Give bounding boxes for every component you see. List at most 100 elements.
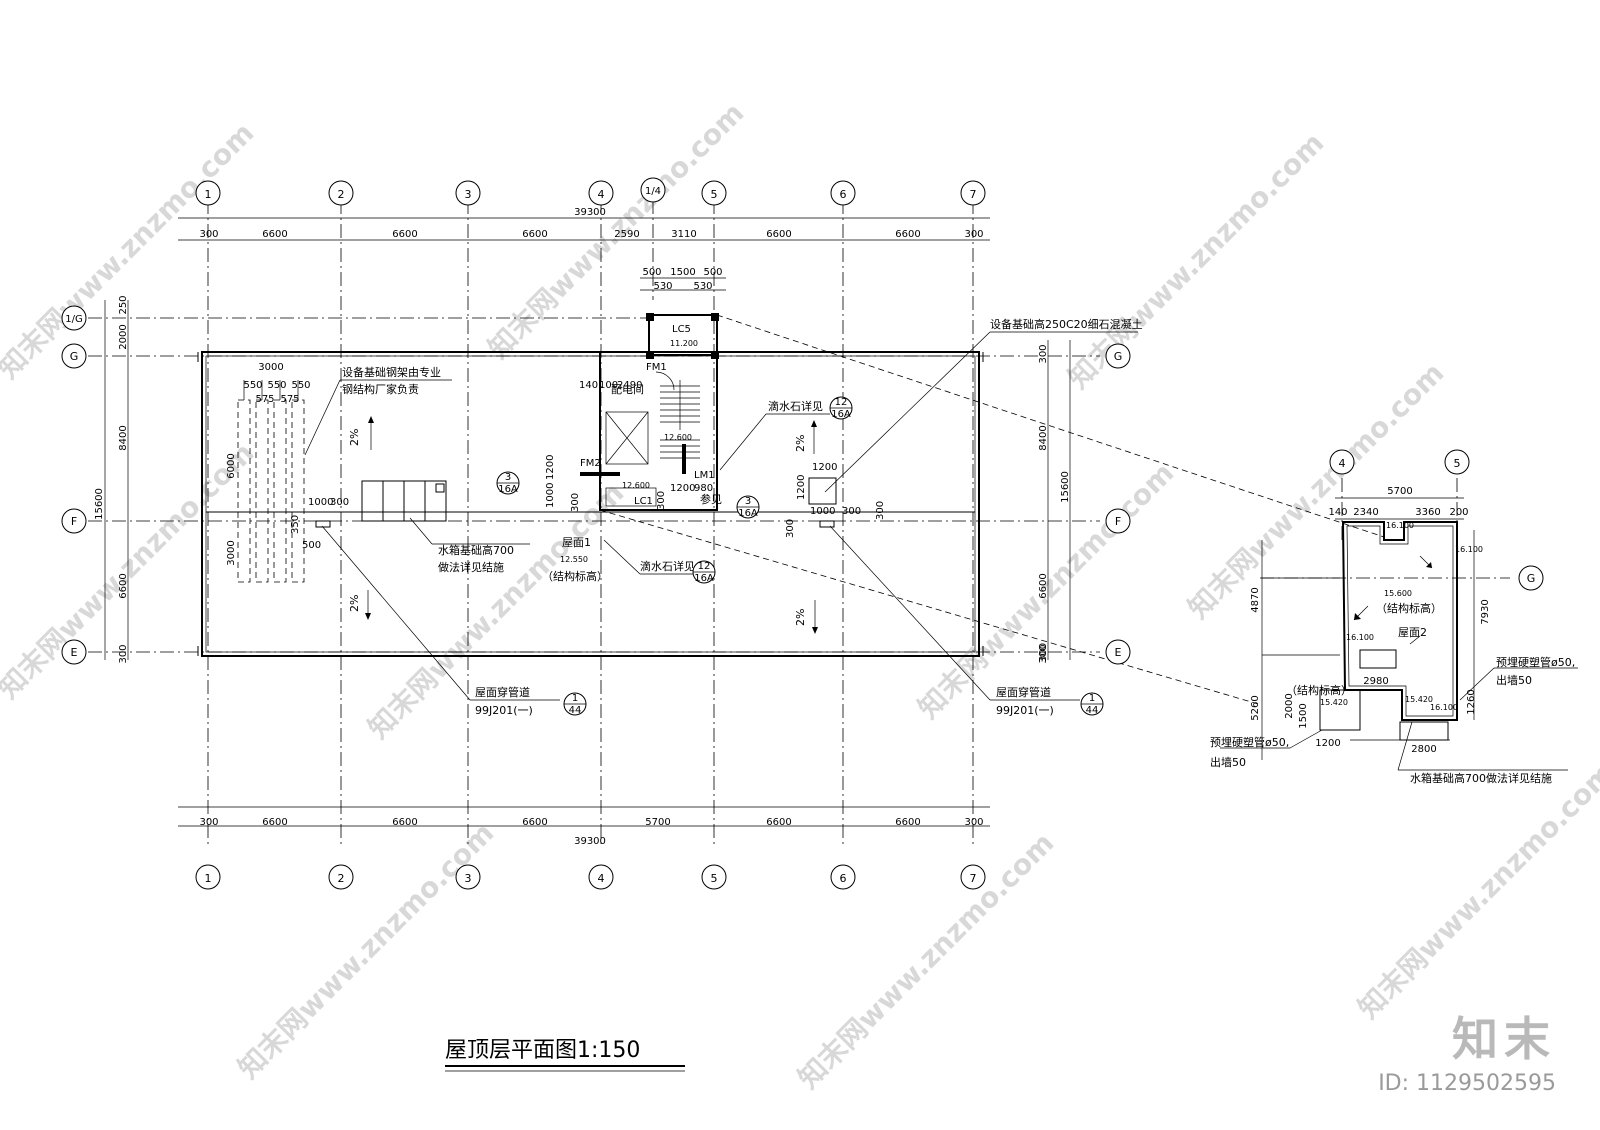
equip-note: 钢结构厂家负责 — [342, 382, 419, 396]
level-mark: 12.550 — [560, 555, 588, 564]
dim-span: 6600 — [392, 229, 417, 240]
dim-stair: 500 — [642, 267, 661, 278]
dim-misc: 300 — [1038, 643, 1049, 662]
axis-label: F — [71, 515, 77, 528]
ref-sheet: 16A — [738, 508, 758, 519]
slope-label: 2% — [348, 429, 361, 446]
level-mark: 12.600 — [664, 433, 692, 442]
dim-detail: 2000 — [1284, 693, 1295, 718]
axis-label: 4 — [1339, 457, 1346, 470]
level-mark: 15.600 — [1384, 589, 1412, 598]
ref-sheet: 16A — [498, 484, 518, 495]
tag-lc1: LC1 — [634, 496, 653, 507]
ref-sheet: 16A — [694, 573, 714, 584]
projection-lines — [599, 314, 1385, 705]
dim-misc: 140 — [579, 380, 598, 391]
dim-span: 3110 — [671, 229, 696, 240]
dim-span: 6600 — [766, 229, 791, 240]
dim-misc: 1000 — [810, 506, 835, 517]
dim-detail: 7930 — [1480, 599, 1491, 624]
dim-detail: 1500 — [1298, 703, 1309, 728]
slope-label: 2% — [794, 435, 807, 452]
dim-misc: 100 — [599, 380, 618, 391]
detail-plan — [1220, 449, 1578, 771]
dim-total: 39300 — [574, 207, 606, 218]
dim-equip: 550 — [267, 380, 286, 391]
roof-outline — [197, 351, 984, 657]
equipment-base-right — [808, 477, 837, 505]
axis-label: 3 — [465, 872, 472, 885]
dim-equip: 3000 — [258, 362, 283, 373]
brand-id: ID: 1129502595 — [1378, 1071, 1556, 1096]
dim-span: 6600 — [118, 573, 129, 598]
roof2-struct-label: （结构标高） — [1376, 601, 1442, 615]
watermark: 知末网www.znzmo.com — [1062, 126, 1331, 395]
axis-label: 1 — [205, 872, 212, 885]
drawing-title: 屋顶层平面图1:150 — [445, 1038, 685, 1072]
watermark-layer: 知末网www.znzmo.com 知末网www.znzmo.com 知末网www… — [0, 96, 1600, 1095]
ref-sheet: 44 — [569, 705, 582, 716]
dim-misc: 1200 — [670, 483, 695, 494]
dim-span: 8400 — [118, 425, 129, 450]
axis-label: 6 — [840, 872, 847, 885]
watermark: 知末网www.znzmo.com — [1352, 756, 1600, 1025]
axis-label: 1/G — [65, 314, 82, 325]
detail-reference-bubbles — [496, 396, 1104, 716]
level-mark: 16.100 — [1346, 633, 1374, 642]
dim-span: 2590 — [614, 229, 639, 240]
dim-total: 15600 — [1060, 471, 1071, 503]
dim-equip: 550 — [243, 380, 262, 391]
ref-num: 3 — [505, 472, 511, 483]
dim-span: 6600 — [766, 817, 791, 828]
dim-span: 6600 — [262, 817, 287, 828]
ref-num: 1 — [1089, 693, 1095, 704]
embed-note: 预埋硬塑管ø50, — [1210, 735, 1289, 749]
dim-equip: 6000 — [226, 453, 237, 478]
dim-misc: 300 — [842, 506, 861, 517]
dim-span: 300 — [118, 644, 129, 663]
dim-span: 250 — [118, 295, 129, 314]
embed-note: 出墙50 — [1210, 755, 1246, 769]
dim-span: 300 — [964, 817, 983, 828]
roof2-label: 屋面2 — [1398, 626, 1427, 639]
tag-lm1: LM1 — [694, 470, 715, 481]
see-label: 参见 — [700, 492, 722, 506]
ref-num: 12 — [835, 397, 848, 408]
stair-core — [580, 313, 719, 511]
tank-note: 水箱基础高700 — [438, 543, 514, 557]
vertical-axes — [207, 200, 974, 848]
level-mark: 15.420 — [1405, 695, 1433, 704]
dim-total: 15600 — [94, 488, 105, 520]
dim-misc: 2490 — [617, 380, 642, 391]
dim-stair: 500 — [703, 267, 722, 278]
dim-equip: 575 — [255, 394, 274, 405]
pipe-note: 屋面穿管道 — [996, 685, 1051, 699]
dim-misc: 300 — [570, 493, 581, 512]
page-title: 屋顶层平面图1:150 — [445, 1038, 640, 1063]
tag-fm1: FM1 — [646, 362, 667, 373]
roof1-struct-label: （结构标高） — [542, 569, 608, 583]
roof1-label: 屋面1 — [562, 536, 591, 549]
dim-span: 6600 — [895, 817, 920, 828]
dim-span: 6600 — [522, 229, 547, 240]
horizontal-axes — [88, 317, 1100, 653]
dim-misc: 1000 — [545, 483, 556, 508]
dim-span: 300 — [199, 229, 218, 240]
equipment-frames — [237, 380, 305, 583]
watermark: 知末网www.znzmo.com — [0, 116, 260, 385]
dim-detail: 1260 — [1466, 689, 1477, 714]
dim-span: 300 — [199, 817, 218, 828]
dim-stair: 530 — [653, 281, 672, 292]
dim-misc: 500 — [302, 540, 321, 551]
axis-label: 4 — [598, 872, 605, 885]
dim-misc: 300 — [875, 501, 886, 520]
axis-label: 4 — [598, 188, 605, 201]
watermark: 知末网www.znzmo.com — [0, 436, 260, 705]
dim-misc: 1200 — [812, 462, 837, 473]
dim-detail: 5700 — [1387, 486, 1412, 497]
axis-label: 5 — [711, 872, 718, 885]
axis-label: 7 — [970, 188, 977, 201]
axis-label: 2 — [338, 188, 345, 201]
axis-label: 7 — [970, 872, 977, 885]
pipe-sleeve-left — [315, 520, 331, 528]
